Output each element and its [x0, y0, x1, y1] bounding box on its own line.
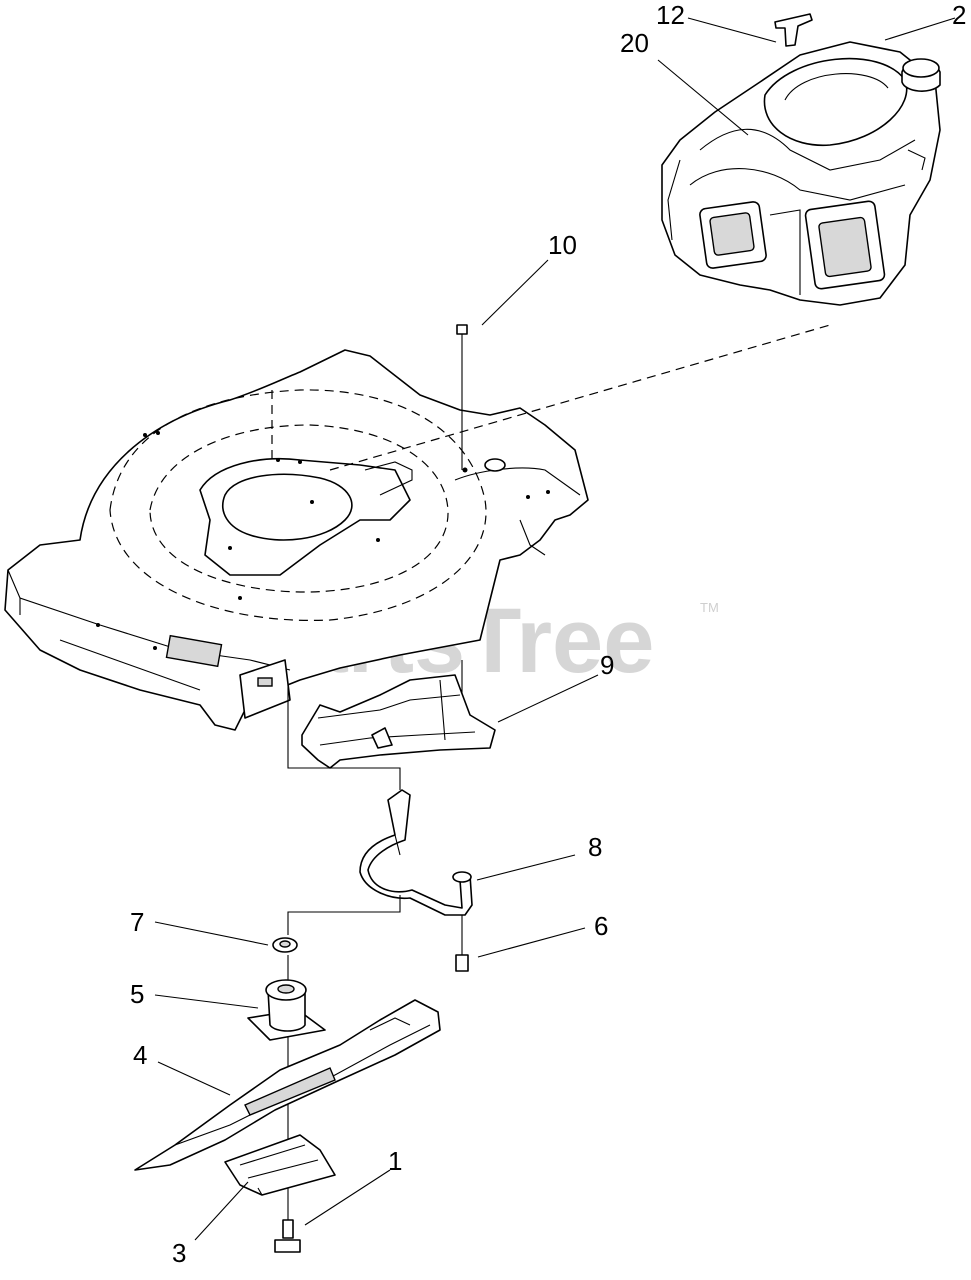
stiffener-3 — [224, 1134, 336, 1196]
callout-12: 12 — [656, 0, 685, 30]
leader-lines — [154, 17, 956, 1241]
blade-adapter-5 — [247, 979, 326, 1041]
adjuster-leader — [287, 685, 401, 790]
callout-9: 9 — [600, 650, 614, 680]
callout-1: 1 — [388, 1146, 402, 1176]
engine-mount-line — [329, 324, 831, 471]
callout-8: 8 — [588, 832, 602, 862]
height-adjuster-8 — [359, 789, 473, 916]
nut-6 — [455, 915, 469, 972]
blade-axis-leader — [287, 895, 401, 935]
engine — [661, 13, 941, 306]
callout-4: 4 — [133, 1040, 147, 1070]
washer-7 — [272, 937, 298, 953]
blade-4 — [134, 999, 441, 1171]
baffle-9 — [301, 674, 496, 769]
callout-10: 10 — [548, 230, 577, 260]
blade-bolt-1 — [274, 1219, 301, 1253]
callout-5: 5 — [130, 979, 144, 1009]
callout-6: 6 — [594, 911, 608, 941]
mower-deck — [4, 349, 589, 731]
callout-7: 7 — [130, 907, 144, 937]
callout-3: 3 — [172, 1238, 186, 1268]
trademark-mark: TM — [700, 600, 719, 615]
callout-2: 2 — [952, 0, 966, 30]
callout-20: 20 — [620, 28, 649, 58]
